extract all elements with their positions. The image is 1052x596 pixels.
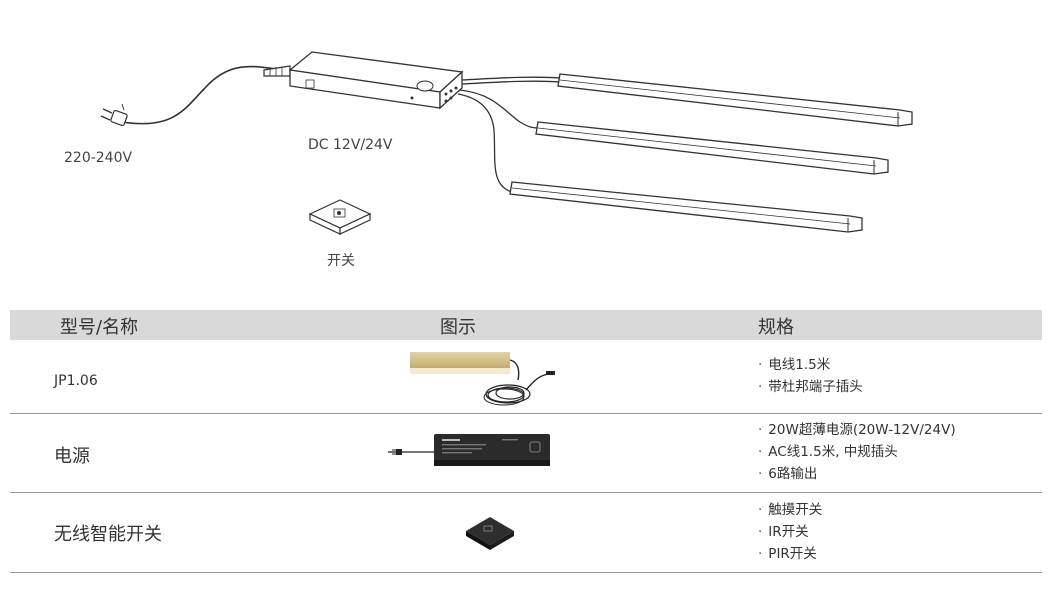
spec-item: 电线1.5米 bbox=[758, 354, 863, 376]
spec-item: 触摸开关 bbox=[758, 499, 822, 521]
header-illustration: 图示 bbox=[440, 317, 476, 338]
row-name: JP1.06 bbox=[54, 373, 98, 389]
switch-label: 开关 bbox=[327, 253, 355, 269]
spec-item: AC线1.5米, 中规插头 bbox=[758, 441, 956, 463]
mains-cable bbox=[121, 65, 283, 125]
table-header: 型号/名称 图示 规格 bbox=[10, 310, 1042, 340]
switch-drawing bbox=[308, 199, 372, 235]
led-bar-2 bbox=[535, 121, 889, 175]
wiring-diagram: 220-240V DC 12V/24V 开关 bbox=[64, 51, 913, 269]
driver-box-drawing bbox=[288, 51, 464, 110]
table-row: 无线智能开关 触摸开关 IR开关 PIR开关 bbox=[10, 493, 1042, 573]
spec-list: 20W超薄电源(20W-12V/24V) AC线1.5米, 中规插头 6路输出 bbox=[758, 419, 956, 485]
spec-item: 20W超薄电源(20W-12V/24V) bbox=[758, 419, 955, 441]
table-row: JP1.06 电线1.5米 带杜邦端子插头 bbox=[10, 340, 1042, 414]
wireless-switch-box-image bbox=[466, 517, 514, 550]
spec-list: 电线1.5米 带杜邦端子插头 bbox=[758, 354, 863, 398]
spec-item: 带杜邦端子插头 bbox=[758, 376, 863, 398]
power-supply-driver-image bbox=[388, 434, 550, 466]
wiring-diagram-illustration bbox=[100, 51, 913, 235]
row-name: 无线智能开关 bbox=[54, 524, 162, 545]
mains-plug-icon bbox=[100, 103, 128, 127]
spec-item: PIR开关 bbox=[758, 543, 822, 565]
spec-item: IR开关 bbox=[758, 521, 822, 543]
header-model-name: 型号/名称 bbox=[60, 317, 139, 338]
spec-list: 触摸开关 IR开关 PIR开关 bbox=[758, 499, 822, 565]
header-specs: 规格 bbox=[758, 317, 794, 338]
led-bar-1 bbox=[557, 73, 913, 127]
spec-item: 6路输出 bbox=[758, 463, 956, 485]
led-profile-strip-with-cable-image bbox=[410, 352, 555, 406]
output-voltage-label: DC 12V/24V bbox=[308, 137, 393, 153]
led-bar-3 bbox=[509, 181, 863, 233]
table-row: 电源 20W超薄电源(20W-12V/24V) AC线1.5米, 中规插头 6路… bbox=[10, 414, 1042, 493]
input-voltage-label: 220-240V bbox=[64, 150, 133, 166]
row-name: 电源 bbox=[54, 446, 90, 467]
